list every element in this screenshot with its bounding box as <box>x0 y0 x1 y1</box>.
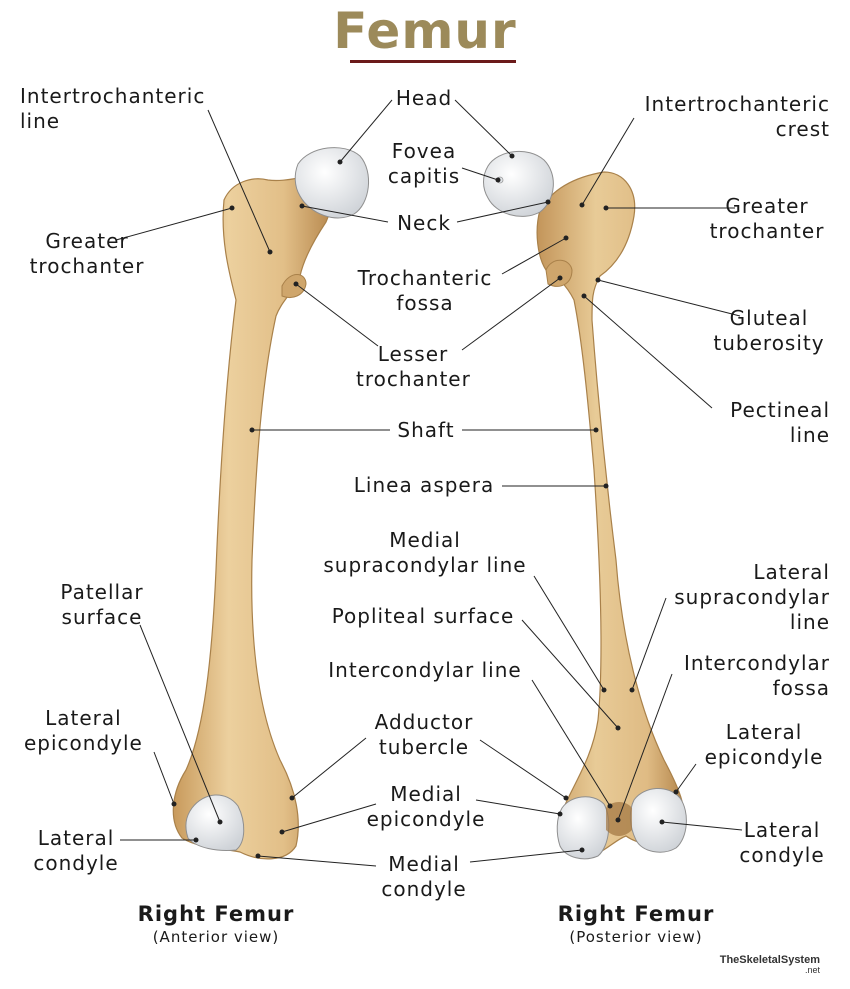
caption-anterior-subtitle: (Anterior view) <box>152 928 280 946</box>
label-text: line <box>789 423 830 447</box>
caption-posterior: Right Femur (Posterior view) <box>538 902 734 946</box>
label-text: trochanter <box>29 254 145 278</box>
label-text: Greater <box>45 229 129 253</box>
label-text: epicondyle <box>366 807 486 831</box>
label-linea-aspera: Linea aspera <box>346 473 502 498</box>
label-text: condyle <box>381 877 467 901</box>
caption-posterior-subtitle: (Posterior view) <box>569 928 703 946</box>
label-text: Lateral <box>37 826 115 850</box>
label-text: Intercondylar <box>684 651 830 675</box>
credit-name: TheSkeletalSystem <box>719 954 820 966</box>
label-text: crest <box>775 117 830 141</box>
page-title: Femur <box>333 2 517 60</box>
label-text: Fovea <box>391 139 457 163</box>
label-text: epicondyle <box>24 731 143 755</box>
label-text: Lateral <box>743 818 821 842</box>
anterior-head <box>294 147 370 219</box>
site-credit: TheSkeletalSystem .net <box>719 954 820 976</box>
label-text: condyle <box>739 843 825 867</box>
posterior-lesser-trochanter <box>545 259 573 287</box>
anterior-lesser-trochanter <box>281 274 307 298</box>
label-text: Intercondylar line <box>328 658 522 682</box>
posterior-lateral-condyle <box>629 788 687 853</box>
label-text: line <box>789 610 830 634</box>
label-text: supracondylar <box>674 585 830 609</box>
leader-dots <box>171 153 679 859</box>
label-text: line <box>20 109 61 133</box>
label-head: Head <box>384 86 464 111</box>
leader-lines <box>115 99 743 867</box>
label-text: Shaft <box>397 418 455 442</box>
label-text: capitis <box>387 164 461 188</box>
label-text: Patellar <box>60 580 144 604</box>
label-text: trochanter <box>356 367 471 391</box>
label-text: fossa <box>772 676 830 700</box>
anterior-femur <box>172 147 370 860</box>
credit-suffix: .net <box>804 965 820 975</box>
label-text: Lesser <box>377 342 449 366</box>
label-text: Linea aspera <box>353 473 495 497</box>
label-text: tubercle <box>378 735 470 759</box>
label-text: trochanter <box>709 219 825 243</box>
label-text: Lateral <box>725 720 803 744</box>
anterior-bone <box>172 175 332 860</box>
label-text: Popliteal surface <box>331 604 515 628</box>
posterior-medial-condyle <box>556 796 610 860</box>
label-text: supracondylar line <box>323 553 527 577</box>
label-text: Pectineal <box>730 398 830 422</box>
label-popliteal-surface: Popliteal surface <box>320 604 526 629</box>
label-text: Medial <box>389 528 461 552</box>
label-text: Head <box>395 86 453 110</box>
label-text: tuberosity <box>713 331 825 355</box>
posterior-femur <box>483 150 687 860</box>
label-text: Greater <box>725 194 809 218</box>
label-text: Gluteal <box>729 306 809 330</box>
label-text: Lateral <box>45 706 122 730</box>
label-text: Neck <box>397 211 451 235</box>
posterior-head <box>483 150 554 217</box>
anterior-patellar-surface <box>185 794 245 851</box>
label-shaft: Shaft <box>390 418 462 443</box>
label-text: epicondyle <box>704 745 824 769</box>
label-neck: Neck <box>384 211 464 236</box>
label-text: surface <box>61 605 143 629</box>
label-text: fossa <box>396 291 454 315</box>
label-text: condyle <box>33 851 119 875</box>
label-text: Intertrochanteric <box>20 84 206 108</box>
caption-anterior: Right Femur (Anterior view) <box>118 902 314 946</box>
label-text: Adductor <box>374 710 474 734</box>
label-text: Medial <box>390 782 462 806</box>
label-text: Intertrochanteric <box>644 92 830 116</box>
label-text: Trochanteric <box>357 266 493 290</box>
label-text: Lateral <box>753 560 830 584</box>
caption-posterior-title: Right Femur <box>557 902 715 926</box>
title-underline <box>350 60 516 63</box>
label-text: Medial <box>388 852 460 876</box>
caption-anterior-title: Right Femur <box>137 902 295 926</box>
label-intercondylar-line: Intercondylar line <box>316 658 534 683</box>
